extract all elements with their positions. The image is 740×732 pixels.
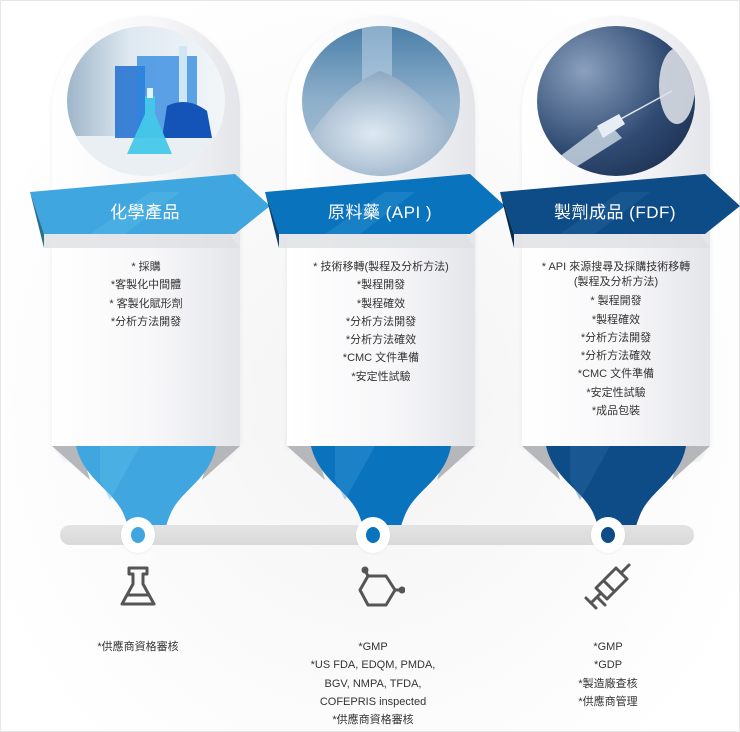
service-item: *製程確效	[356, 297, 406, 310]
certification-list: *GMP *US FDA, EDQM, PMDA, BGV, NMPA, TFD…	[273, 638, 473, 729]
service-item: *製程開發	[356, 279, 406, 292]
service-item: *客製化中間體	[110, 279, 182, 292]
service-item: *CMC 文件準備	[342, 352, 420, 365]
syringe-icon	[583, 562, 633, 612]
service-item: * API 來源搜尋及採購技術移轉	[541, 261, 691, 273]
service-list: * API 來源搜尋及採購技術移轉 (製程及分析方法) * 製程開發 *製程確效…	[522, 258, 710, 420]
service-item: * 客製化賦形劑	[109, 297, 183, 310]
service-list: * 技術移轉(製程及分析方法) *製程開發 *製程確效 *分析方法開發 *分析方…	[287, 258, 475, 386]
photo-syringe-vial	[537, 26, 695, 176]
service-item: *成品包裝	[591, 405, 641, 418]
certification-item: *US FDA, EDQM, PMDA,	[310, 659, 436, 672]
certification-item: *供應商管理	[578, 695, 638, 708]
certification-list: *GMP *GDP *製造廠查核 *供應商管理	[508, 638, 708, 711]
service-item: *分析方法確效	[580, 350, 652, 363]
flask-icon	[113, 562, 163, 612]
service-item: *分析方法確效	[345, 334, 417, 347]
ribbon-header: 製劑成品 (FDF)	[500, 172, 740, 248]
column-api: 原料藥 (API ) * 技術移轉(製程及分析方法) *製程開發 *製程確效 *…	[265, 0, 505, 560]
photo-lab-flasks	[67, 26, 225, 176]
node-dot	[601, 527, 615, 543]
ribbon-header: 化學產品	[30, 172, 270, 248]
timeline-node	[591, 517, 625, 553]
certification-item: *供應商資格審核	[332, 714, 414, 727]
service-item: * 製程開發	[590, 295, 642, 308]
certification-item: BGV, NMPA, TFDA,	[324, 677, 422, 690]
column-title: 原料藥 (API )	[327, 202, 433, 222]
column-chemical-products: 化學產品 * 採購 *客製化中間體 * 客製化賦形劑 *分析方法開發	[30, 0, 270, 560]
timeline-node	[356, 517, 390, 553]
node-dot	[131, 527, 145, 543]
timeline-node	[121, 517, 155, 553]
certification-item: *供應商資格審核	[97, 641, 179, 653]
service-item: (製程及分析方法)	[573, 276, 659, 289]
column-title: 製劑成品 (FDF)	[553, 202, 677, 222]
certification-item: COFEPRIS inspected	[319, 695, 427, 708]
column-title: 化學產品	[110, 202, 180, 222]
service-item: *CMC 文件準備	[577, 368, 655, 381]
service-item: * 技術移轉(製程及分析方法)	[313, 261, 449, 273]
column-fdf: 製劑成品 (FDF) * API 來源搜尋及採購技術移轉 (製程及分析方法) *…	[500, 0, 740, 560]
service-item: * 採購	[131, 261, 161, 273]
service-list: * 採購 *客製化中間體 * 客製化賦形劑 *分析方法開發	[52, 258, 240, 331]
funnel-connector	[500, 440, 740, 550]
molecule-hexagon-icon	[355, 562, 405, 612]
certification-item: *GMP	[358, 641, 388, 653]
funnel-connector	[30, 440, 270, 550]
service-item: *分析方法開發	[345, 315, 417, 328]
certification-item: *GDP	[593, 659, 623, 672]
service-item: *製程確效	[591, 313, 641, 326]
funnel-connector	[265, 440, 505, 550]
service-item: *分析方法開發	[580, 331, 652, 344]
service-item: *安定性試驗	[351, 370, 411, 383]
node-dot	[366, 527, 380, 543]
certification-item: *GMP	[593, 641, 623, 653]
certification-item: *製造廠查核	[578, 677, 638, 690]
service-item: *分析方法開發	[110, 315, 182, 328]
ribbon-header: 原料藥 (API )	[265, 172, 505, 248]
service-item: *安定性試驗	[586, 386, 646, 399]
photo-powder	[302, 26, 460, 176]
certification-list: *供應商資格審核	[38, 638, 238, 656]
